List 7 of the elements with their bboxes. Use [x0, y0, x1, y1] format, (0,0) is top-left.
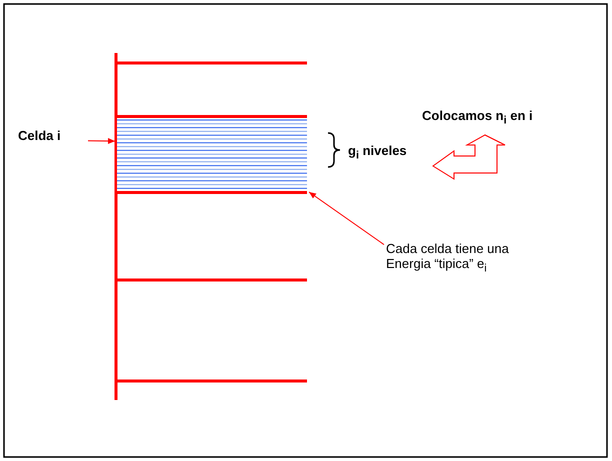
level-count-label: g$_{i}$ niveles — [348, 143, 407, 162]
note-text: Cada celda tiene una Energia “tipica” e$_{i}$ — [386, 241, 536, 275]
cell-label: Celda i — [18, 128, 98, 143]
pointer-arrow — [308, 192, 384, 246]
arrow — [88, 138, 116, 144]
placement-label: Colocamos n$_{i}$ en i — [422, 108, 533, 127]
energy-cell-band — [116, 115, 308, 194]
